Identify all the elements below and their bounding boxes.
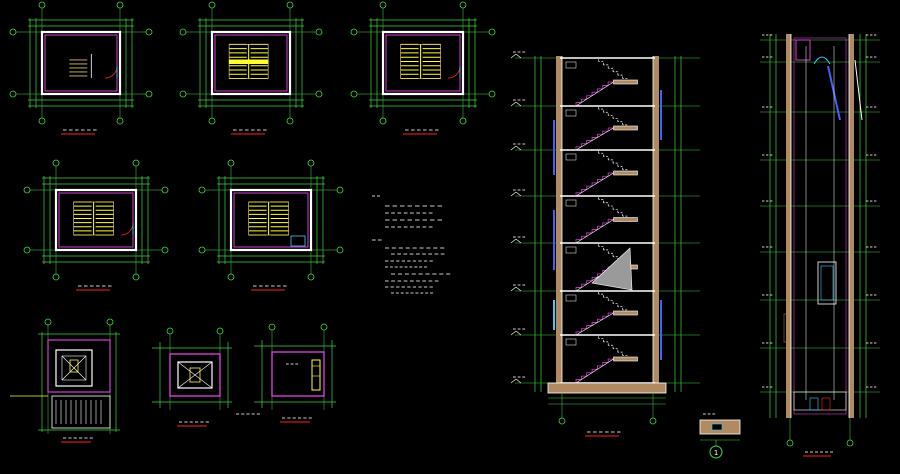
- axis-bubble-icon: [132, 159, 140, 167]
- axis-bubble-icon: [216, 327, 224, 335]
- plan-level-2: [179, 1, 323, 135]
- axis-bubble-icon: [286, 117, 294, 125]
- axis-bubble-icon: [179, 90, 187, 98]
- axis-bubble-icon: [307, 159, 315, 167]
- axis-bubble-icon: [558, 417, 566, 425]
- detail-pit-plan: [10, 318, 120, 443]
- axis-bubble-icon: [459, 1, 467, 9]
- axis-bubble-icon: [132, 273, 140, 281]
- axis-bubble-icon: [350, 90, 358, 98]
- axis-bubble-icon: [9, 90, 17, 98]
- axis-bubble-icon: [268, 323, 276, 331]
- axis-bubble-icon: [145, 90, 153, 98]
- axis-bubble-icon: [350, 28, 358, 36]
- section-marker-icon: [709, 445, 723, 459]
- axis-bubble-icon: [44, 318, 52, 326]
- axis-bubble-icon: [227, 159, 235, 167]
- axis-bubble-icon: [846, 439, 854, 447]
- plan-level-3: [350, 1, 496, 135]
- stair-section: [510, 51, 700, 437]
- axis-bubble-icon: [336, 246, 344, 254]
- axis-bubble-icon: [208, 1, 216, 9]
- detail-roof-plan-1: [152, 327, 232, 427]
- axis-bubble-icon: [227, 273, 235, 281]
- axis-bubble-icon: [145, 28, 153, 36]
- axis-bubble-icon: [166, 327, 174, 335]
- plan-level-4: [23, 159, 169, 291]
- axis-bubble-icon: [307, 273, 315, 281]
- axis-bubble-icon: [116, 117, 124, 125]
- axis-bubble-icon: [198, 186, 206, 194]
- axis-bubble-icon: [336, 186, 344, 194]
- plan-level-5: [198, 159, 344, 291]
- axis-bubble-icon: [320, 323, 328, 331]
- axis-bubble-icon: [116, 1, 124, 9]
- axis-bubble-icon: [9, 28, 17, 36]
- axis-bubble-icon: [23, 246, 31, 254]
- axis-bubble-icon: [179, 28, 187, 36]
- axis-bubble-icon: [106, 318, 114, 326]
- axis-bubble-icon: [198, 246, 206, 254]
- axis-bubble-icon: [23, 186, 31, 194]
- axis-bubble-icon: [488, 28, 496, 36]
- plan-level-1: [9, 1, 153, 135]
- axis-bubble-icon: [649, 417, 657, 425]
- axis-bubble-icon: [38, 117, 46, 125]
- axis-bubble-icon: [208, 117, 216, 125]
- axis-bubble-icon: [459, 117, 467, 125]
- axis-bubble-icon: [161, 186, 169, 194]
- axis-bubble-icon: [315, 28, 323, 36]
- axis-bubble-icon: [286, 1, 294, 9]
- axis-bubble-icon: [379, 1, 387, 9]
- section-marker-label: 1: [714, 449, 718, 457]
- axis-bubble-icon: [161, 246, 169, 254]
- axis-bubble-icon: [52, 273, 60, 281]
- general-notes: [372, 195, 451, 294]
- detail-roof-plan-2: [236, 323, 336, 423]
- axis-bubble-icon: [488, 90, 496, 98]
- axis-bubble-icon: [52, 159, 60, 167]
- elevator-shaft-section: [760, 34, 880, 457]
- axis-bubble-icon: [379, 117, 387, 125]
- section-marker-detail: 1: [699, 413, 741, 459]
- axis-bubble-icon: [786, 439, 794, 447]
- axis-bubble-icon: [315, 90, 323, 98]
- axis-bubble-icon: [38, 1, 46, 9]
